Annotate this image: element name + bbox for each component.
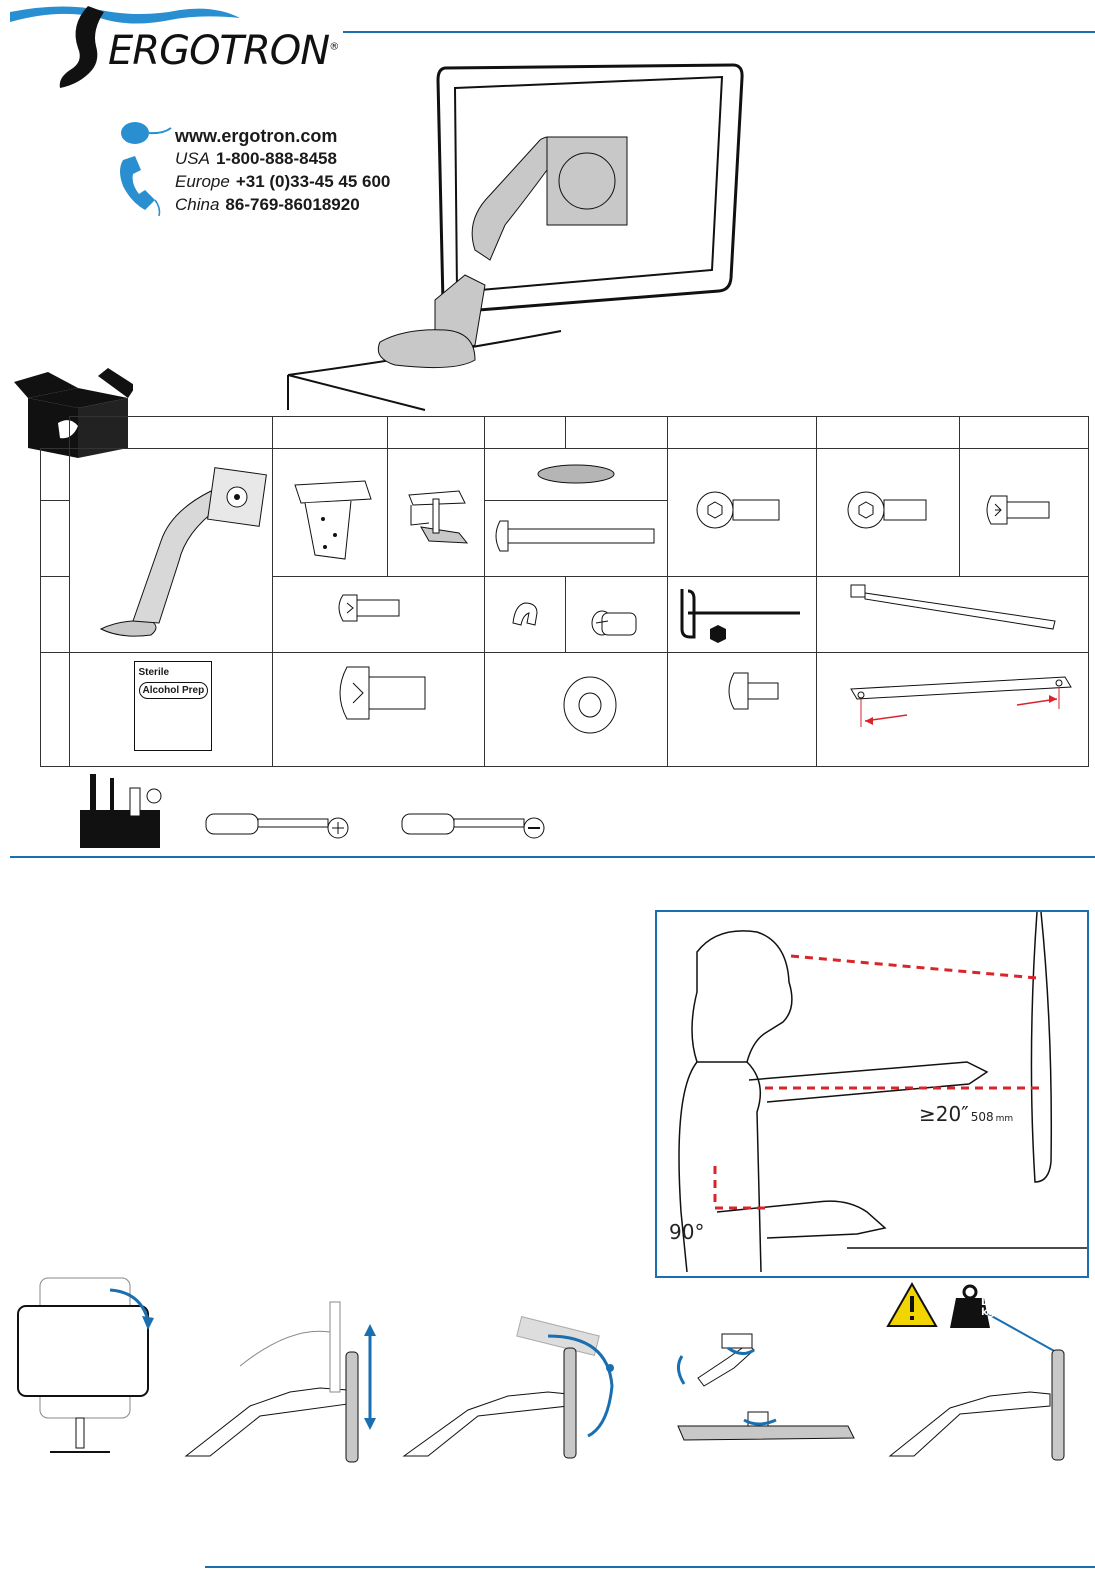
part-screw-hex-2 xyxy=(815,448,960,577)
cable-tie-icon xyxy=(850,584,1056,630)
website-link[interactable]: www.ergotron.com xyxy=(175,126,338,146)
part-grommet-bracket xyxy=(271,448,388,577)
header-rule xyxy=(343,31,1095,33)
phillips-screw-icon xyxy=(986,495,1049,525)
adhesive-pad-icon xyxy=(537,464,614,484)
footer-rule xyxy=(205,1566,1095,1568)
hero-monitor-illustration xyxy=(287,63,744,411)
part-screw-phillips-1 xyxy=(958,448,1089,577)
rotation-illustration xyxy=(17,1277,154,1453)
part-desk-clamp xyxy=(386,448,485,577)
section-rule xyxy=(10,856,1095,858)
mouse-icon xyxy=(121,122,172,144)
weight-warning-illustration xyxy=(886,1281,1065,1461)
phillips-screwdriver-icon xyxy=(205,813,349,839)
wall-rail-icon xyxy=(850,676,1072,727)
phone-icon xyxy=(120,156,161,217)
part-large-screw xyxy=(271,652,485,767)
phillips-screw-icon xyxy=(728,672,778,710)
hex-key-icon xyxy=(680,589,800,643)
part-washer xyxy=(483,652,668,767)
part-screw-phillips-2 xyxy=(271,576,485,653)
parts-table: Sterile Alcohol Prep xyxy=(40,416,1089,767)
part-alcohol-prep: Sterile Alcohol Prep xyxy=(68,652,273,767)
part-pad xyxy=(483,448,668,501)
hex-screw-icon xyxy=(696,491,779,529)
table-header-row xyxy=(40,416,1089,449)
toolbox-icon xyxy=(80,774,162,848)
phillips-screw-icon xyxy=(339,666,426,720)
grommet-bracket-icon xyxy=(293,480,372,560)
washer-icon xyxy=(563,676,616,734)
part-monitor-arm xyxy=(68,448,273,653)
phillips-screw-icon xyxy=(338,594,400,622)
height-adjust-illustration xyxy=(184,1301,376,1463)
elbow-angle-label: 90° xyxy=(669,1220,705,1244)
part-cable-clip xyxy=(483,576,566,653)
monitor-arm-icon xyxy=(99,466,267,637)
row-label-d xyxy=(40,652,70,767)
part-hex-key xyxy=(666,576,817,653)
weight-icon xyxy=(950,1298,990,1328)
plug-icon xyxy=(591,610,637,636)
part-plug xyxy=(564,576,668,653)
ergonomics-illustration xyxy=(678,912,1087,1273)
ergotron-logo-icon xyxy=(10,6,240,88)
flat-screwdriver-icon xyxy=(401,813,545,839)
part-bolt xyxy=(483,500,668,577)
tilt-illustration xyxy=(402,1316,614,1459)
part-wall-rail xyxy=(815,652,1089,767)
alcohol-prep-packet: Sterile Alcohol Prep xyxy=(133,661,212,751)
part-screw-phillips-3 xyxy=(666,652,817,767)
desk-clamp-icon xyxy=(407,490,468,544)
brand-wordmark: ERGOTRON® xyxy=(108,28,339,74)
row-label-a xyxy=(40,448,70,501)
hex-screw-icon xyxy=(847,491,926,529)
row-label-b xyxy=(40,500,70,577)
weight-label: LB kg xyxy=(981,1297,995,1318)
swivel-illustration xyxy=(677,1333,855,1441)
phone-europe: Europe+31 (0)33-45 45 600 xyxy=(175,172,391,191)
part-cable-tie xyxy=(815,576,1089,653)
row-label-c xyxy=(40,576,70,653)
long-bolt-icon xyxy=(495,520,654,552)
part-screw-hex-1 xyxy=(666,448,817,577)
cable-clip-icon xyxy=(511,602,538,626)
